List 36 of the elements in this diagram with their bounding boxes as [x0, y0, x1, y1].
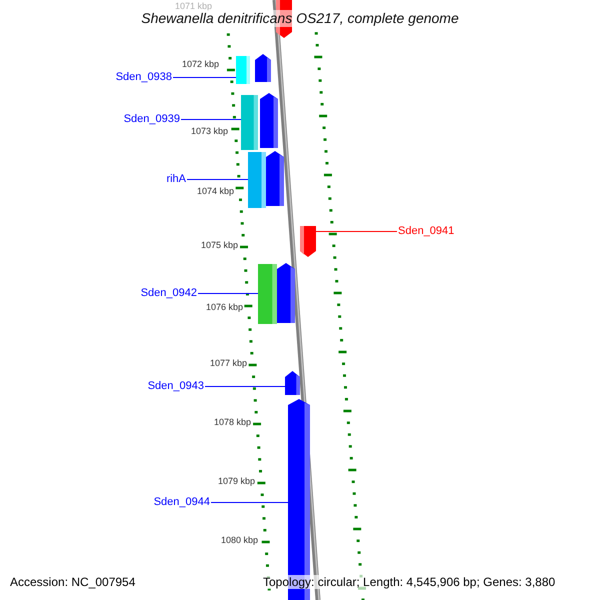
tick-label: 1080 kbp: [220, 535, 258, 545]
gene-label: Sden_0942: [140, 287, 197, 300]
gene-label: rihA: [166, 173, 186, 186]
gene-label: Sden_0939: [124, 113, 180, 126]
tick-label: 1071 kbp: [174, 1, 212, 11]
tick-label: 1072 kbp: [182, 59, 219, 69]
tick-label: 1077 kbp: [210, 358, 247, 368]
gene-feature: [277, 263, 295, 323]
tick-label: 1079 kbp: [218, 476, 255, 486]
leader-line: [180, 119, 242, 120]
leader-line: [204, 386, 286, 387]
gene-feature: [266, 151, 284, 206]
footer-text: Accession: NC_007954: [9, 575, 136, 589]
gene-label: Sden_0941: [398, 225, 454, 238]
gene-feature: [300, 226, 316, 257]
tick-label: 1074 kbp: [196, 186, 234, 196]
leader-line: [210, 502, 288, 503]
tick-label: 1076 kbp: [206, 302, 243, 312]
gene-feature: [255, 54, 271, 82]
leader-line: [172, 77, 236, 78]
leader-line: [316, 231, 398, 232]
tick-label: 1075 kbp: [200, 240, 238, 250]
leader-line: [198, 293, 258, 294]
gene-bar: [248, 152, 266, 208]
gene-feature: [260, 93, 278, 148]
tick-label: 1078 kbp: [214, 417, 251, 427]
gene-feature: [285, 371, 300, 395]
tick-label: 1073 kbp: [190, 126, 228, 136]
gene-bar: [236, 56, 250, 84]
gene-label: Sden_0938: [116, 71, 172, 84]
gene-label: Sden_0944: [154, 496, 210, 509]
footer-text: Topology: circular; Length: 4,545,906 bp; Genes: 3,880: [262, 575, 556, 589]
leader-line: [186, 179, 248, 180]
gene-label: Sden_0943: [148, 380, 204, 393]
gene-bar: [241, 95, 258, 150]
gene-bar: [258, 264, 277, 324]
